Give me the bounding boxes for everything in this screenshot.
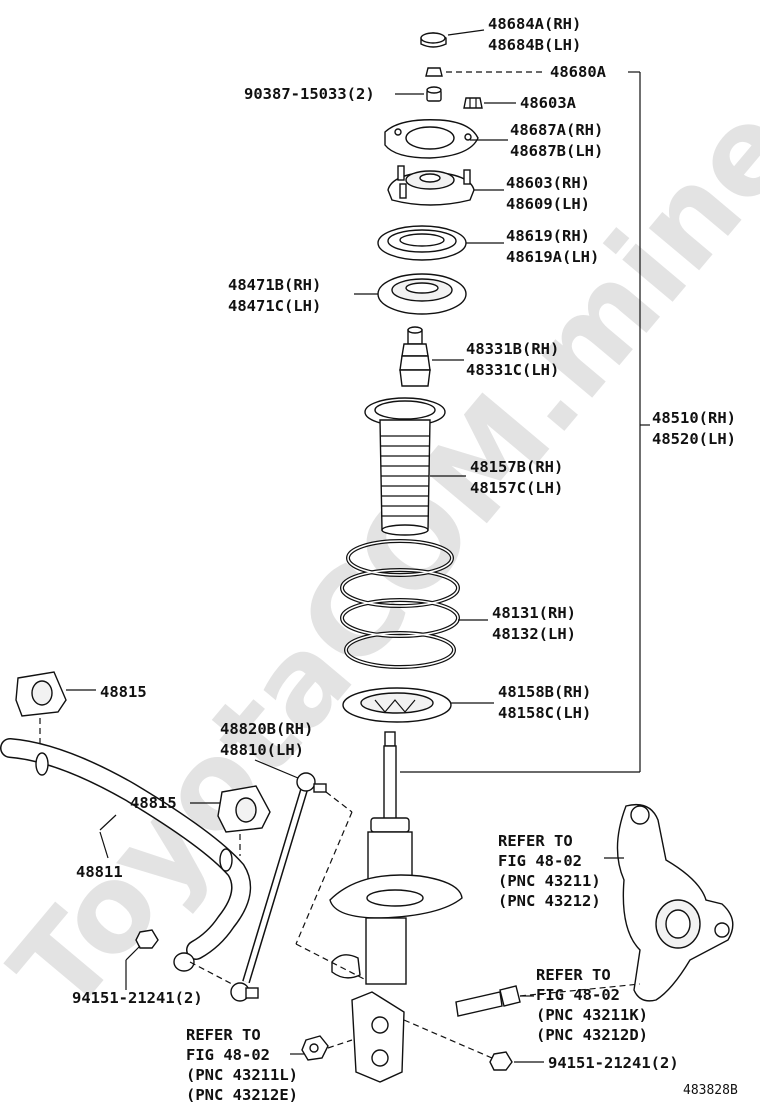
label-48157c: 48157C(LH) xyxy=(470,479,563,497)
bushing-90387[interactable] xyxy=(426,86,442,102)
label-48687a: 48687A(RH) xyxy=(510,121,603,139)
label-48510: 48510(RH) xyxy=(652,409,736,427)
lower-insulator-48158[interactable] xyxy=(342,687,452,723)
label-48331b: 48331B(RH) xyxy=(466,340,559,358)
label-48619: 48619(RH) xyxy=(506,227,590,245)
label-48132: 48132(LH) xyxy=(492,625,576,643)
boot-ribs xyxy=(381,435,429,517)
label-48471c: 48471C(LH) xyxy=(228,297,321,315)
label-48157b: 48157B(RH) xyxy=(470,458,563,476)
label-48815-right: 48815 xyxy=(130,794,177,812)
label-48684b: 48684B(LH) xyxy=(488,36,581,54)
ref-bolt-line2: FIG 48-02 xyxy=(536,986,620,1004)
ref-bolt-line3: (PNC 43211K) xyxy=(536,1006,648,1024)
dust-boot-48157[interactable] xyxy=(364,397,446,536)
steering-knuckle[interactable] xyxy=(616,803,734,1002)
stabilizer-link-48820b[interactable] xyxy=(230,772,327,1002)
cap-48684[interactable] xyxy=(420,32,447,48)
label-48820b: 48820B(RH) xyxy=(220,720,313,738)
label-48619a: 48619A(LH) xyxy=(506,248,599,266)
label-48609: 48609(LH) xyxy=(506,195,590,213)
label-48158c: 48158C(LH) xyxy=(498,704,591,722)
label-48131: 48131(RH) xyxy=(492,604,576,622)
diagram-code: 483828B xyxy=(683,1083,738,1098)
nut-48603a[interactable] xyxy=(463,97,483,109)
label-48687b: 48687B(LH) xyxy=(510,142,603,160)
ref-bolt-line4: (PNC 43212D) xyxy=(536,1026,648,1044)
ref-nut-line4: (PNC 43212E) xyxy=(186,1086,298,1104)
bump-stop-48331[interactable] xyxy=(399,326,431,387)
ref-nut-line3: (PNC 43211L) xyxy=(186,1066,298,1084)
label-48680a: 48680A xyxy=(550,63,607,81)
label-94151-right: 94151-21241(2) xyxy=(548,1054,679,1072)
strut-mount-48603[interactable] xyxy=(387,165,475,206)
label-90387: 90387-15033(2) xyxy=(244,85,375,103)
bearing-48619[interactable] xyxy=(377,225,467,261)
ref-knuckle-line3: (PNC 43211) xyxy=(498,872,601,890)
label-48815-left: 48815 xyxy=(100,683,147,701)
ref-knuckle-line4: (PNC 43212) xyxy=(498,892,601,910)
label-48471b: 48471B(RH) xyxy=(228,276,321,294)
knuckle-bolt[interactable] xyxy=(455,985,521,1017)
plate-48687[interactable] xyxy=(384,119,479,159)
ref-nut-line1: REFER TO xyxy=(186,1026,261,1044)
upper-seat-48471[interactable] xyxy=(377,273,467,315)
coil-spring-48131[interactable] xyxy=(340,539,460,669)
label-48158b: 48158B(RH) xyxy=(498,683,591,701)
lower-nut[interactable] xyxy=(301,1035,329,1061)
label-48603: 48603(RH) xyxy=(506,174,590,192)
nut-48680a[interactable] xyxy=(425,67,443,77)
ref-knuckle-line2: FIG 48-02 xyxy=(498,852,582,870)
label-48684a: 48684A(RH) xyxy=(488,15,581,33)
shock-absorber-48510[interactable] xyxy=(329,731,463,1083)
label-94151-left: 94151-21241(2) xyxy=(72,989,203,1007)
label-48810: 48810(LH) xyxy=(220,741,304,759)
ref-bolt-line1: REFER TO xyxy=(536,966,611,984)
ref-knuckle-line1: REFER TO xyxy=(498,832,573,850)
label-48811: 48811 xyxy=(76,863,123,881)
nut-94151-left[interactable] xyxy=(135,929,159,949)
stabilizer-bushing-48815-right[interactable] xyxy=(217,785,271,833)
label-48603a: 48603A xyxy=(520,94,577,112)
nut-94151-right[interactable] xyxy=(489,1051,513,1071)
stabilizer-bar-48811[interactable] xyxy=(0,738,252,972)
label-48331c: 48331C(LH) xyxy=(466,361,559,379)
ref-nut-line2: FIG 48-02 xyxy=(186,1046,270,1064)
label-48520: 48520(LH) xyxy=(652,430,736,448)
stabilizer-bushing-48815-left[interactable] xyxy=(15,671,67,717)
